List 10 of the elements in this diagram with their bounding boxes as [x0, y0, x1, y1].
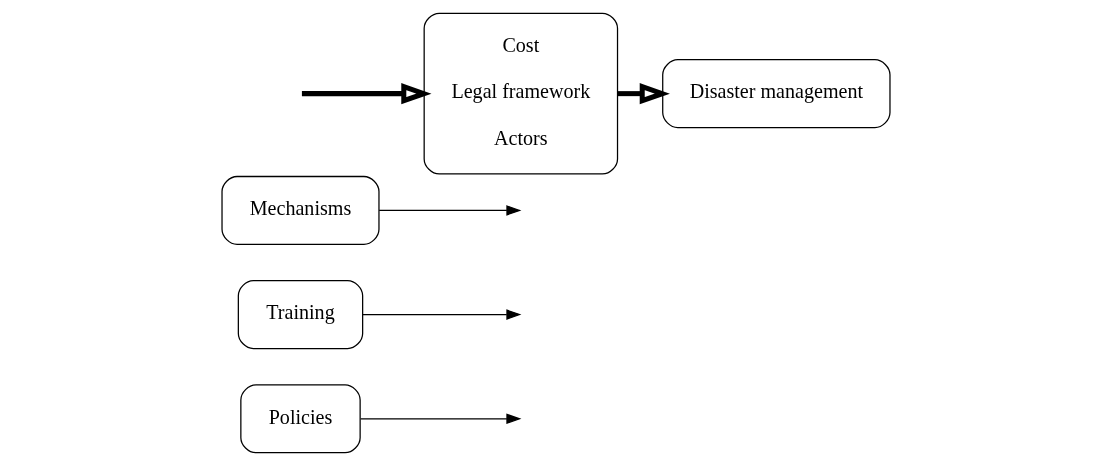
node-box: Disaster management: [662, 59, 891, 129]
arrow: [378, 205, 522, 216]
arrow: [360, 413, 522, 425]
node-box: Training: [237, 280, 364, 350]
node-box: Mechanisms: [221, 175, 380, 245]
arrow: [362, 309, 522, 320]
node-box: Policies: [240, 384, 361, 454]
arrow: [617, 83, 670, 105]
node-box: Cost Legal framework Actors: [423, 12, 619, 175]
arrow: [301, 83, 432, 105]
